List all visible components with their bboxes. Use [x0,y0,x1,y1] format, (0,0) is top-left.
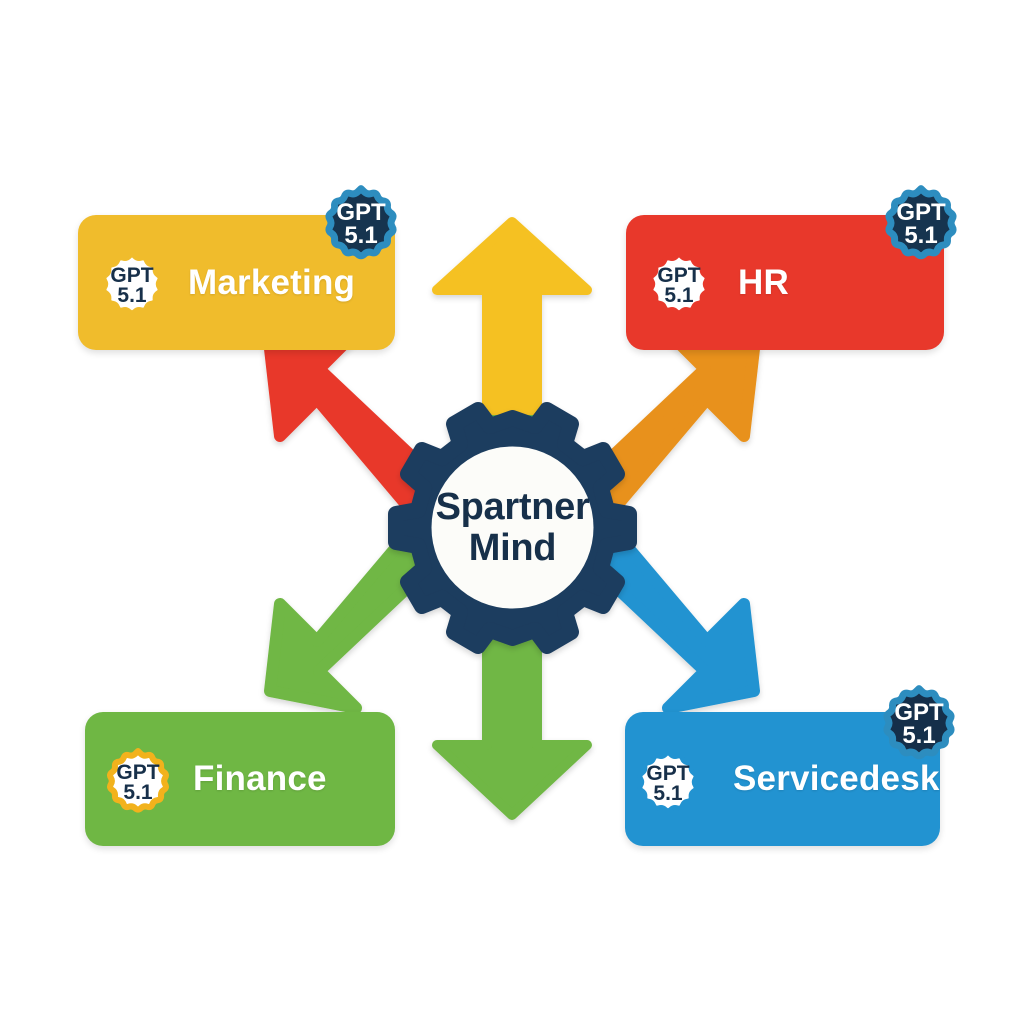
department-label-servicedesk: Servicedesk [733,759,940,798]
department-label-finance: Finance [193,759,327,798]
gpt-badge-icon-marketing-inner[interactable]: GPT 5.1 [98,250,166,322]
rosette-icon [883,685,955,760]
rosette-icon [637,749,699,813]
gpt-badge-icon-servicedesk-inner[interactable]: GPT 5.1 [634,748,702,820]
gpt-badge-icon-hr-inner[interactable]: GPT 5.1 [645,250,713,322]
gpt-badge-icon-servicedesk-corner[interactable]: GPT 5.1 [880,684,958,766]
rosette-icon [107,748,169,813]
rosette-icon [325,185,397,260]
gpt-badge-icon-hr-corner[interactable]: GPT 5.1 [882,184,960,266]
gpt-badge-icon-marketing-corner[interactable]: GPT 5.1 [322,184,400,266]
center-hub[interactable]: Spartner Mind [375,390,650,665]
rosette-icon [101,251,163,315]
rosette-icon [648,251,710,315]
gpt-badge-icon-finance-inner[interactable]: GPT 5.1 [104,747,172,819]
department-label-hr: HR [738,262,789,302]
department-label-marketing: Marketing [188,262,356,302]
rosette-icon [885,185,957,260]
gear-icon [388,402,637,654]
